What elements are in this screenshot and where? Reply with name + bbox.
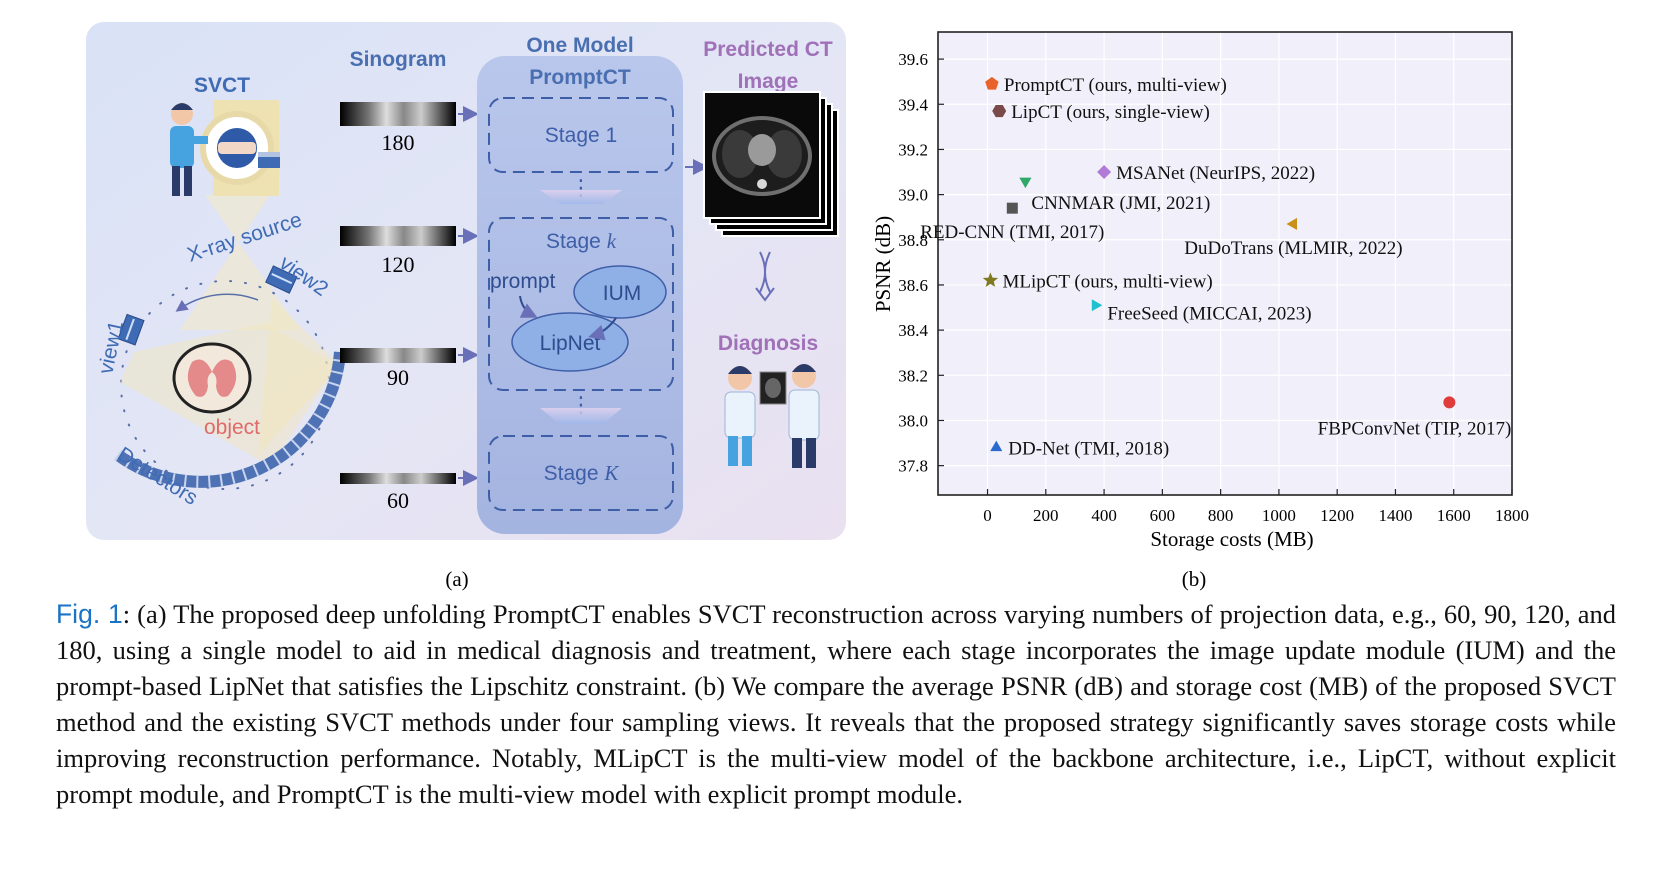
x-tick-label: 800 (1208, 506, 1234, 525)
scatter-point-label: MLipCT (ours, multi-view) (1002, 271, 1212, 292)
scatter-point (990, 440, 1003, 452)
doctor-icon (170, 103, 208, 196)
y-tick-label: 39.0 (898, 186, 928, 205)
sinogram-views-label: 120 (382, 252, 415, 277)
scatter-point (1091, 299, 1103, 312)
scatter-point-label: FBPConvNet (TIP, 2017) (1318, 418, 1512, 439)
scatter-point (982, 272, 999, 287)
scatter-point-label: DD-Net (TMI, 2018) (1008, 439, 1169, 460)
ct-image-stack (703, 91, 839, 237)
rotation-arrow (175, 293, 259, 312)
xray-tube-view1-icon (117, 313, 145, 346)
panel-b-sublabel: (b) (1182, 567, 1207, 591)
x-tick-label: 400 (1091, 506, 1117, 525)
stage-K-box (488, 435, 674, 511)
y-tick-label: 39.4 (898, 95, 928, 114)
svct-label: SVCT (194, 74, 250, 97)
xray-tube-view2-icon (265, 265, 298, 294)
prompt-label: prompt (490, 270, 556, 293)
x-tick-label: 200 (1033, 506, 1059, 525)
scatter-point (1443, 396, 1456, 409)
y-tick-label: 39.2 (898, 140, 928, 159)
doctors-icon (724, 364, 820, 468)
panel-a-sublabel: (a) (445, 567, 468, 591)
y-tick-label: 38.8 (898, 231, 928, 250)
sinogram-90: 90 (340, 347, 479, 390)
ium-to-lipnet-arrow (588, 317, 617, 341)
diagnosis-arrow (759, 251, 771, 293)
predicted-ct-label-line2: Image (738, 70, 799, 93)
y-tick-label: 38.0 (898, 411, 928, 430)
x-tick-label: 1200 (1320, 506, 1354, 525)
scatter-point-label: FreeSeed (MICCAI, 2023) (1107, 303, 1311, 324)
scatter-point-label: RED-CNN (TMI, 2017) (920, 222, 1104, 243)
grid-layer (938, 32, 1513, 495)
scatter-point-label: DuDoTrans (MLMIR, 2022) (1184, 238, 1402, 259)
sinogram-180: 180 (340, 102, 479, 155)
figure-number: Fig. 1 (56, 599, 123, 629)
plot-area (938, 32, 1512, 495)
model-title-line1: One Model (526, 34, 633, 57)
stage-k-box (488, 217, 674, 391)
sinogram-120: 120 (340, 226, 479, 277)
x-axis-label: Storage costs (MB) (1150, 527, 1313, 551)
caption-text: : (a) The proposed deep unfolding Prompt… (56, 599, 1616, 809)
sinogram-views-label: 180 (382, 130, 415, 155)
detector-arc (114, 351, 346, 488)
plot-frame (937, 31, 1513, 496)
model-title-line2: PromptCT (529, 66, 631, 89)
stage-k-label: Stage k (546, 229, 617, 253)
stage-K-label: Stage K (544, 461, 620, 485)
sinogram-views-label: 60 (387, 488, 409, 513)
y-tick-label: 38.6 (898, 276, 928, 295)
ium-node (573, 265, 667, 319)
down-arrow-lower (540, 408, 622, 424)
scatter-point (1006, 202, 1018, 214)
panel-b: 0 200 400 600 800 1000 1200 1400 1600 1800 37.8 38.… (871, 31, 1529, 591)
object-label: object (204, 416, 260, 439)
kidney-object-icon (172, 342, 252, 414)
scatter-point (992, 105, 1007, 118)
y-tick-label: 39.6 (898, 50, 928, 69)
prompt-arrow (519, 295, 538, 318)
y-tick-label: 37.8 (898, 457, 928, 476)
scatter-point (985, 76, 999, 90)
scatter-point (1097, 165, 1112, 179)
x-tick-label: 1800 (1495, 506, 1529, 525)
scatter-point (1286, 217, 1297, 230)
x-tick-label: 1400 (1378, 506, 1412, 525)
gantry-diagram (114, 265, 346, 490)
y-axis-label: PSNR (dB) (871, 216, 895, 312)
y-tick-label: 38.4 (898, 321, 928, 340)
diagnosis-label: Diagnosis (718, 332, 818, 355)
sinogram-60: 60 (340, 470, 479, 513)
scatter-point-label: MSANet (NeurIPS, 2022) (1116, 163, 1315, 184)
scatter-point-label: CNNMAR (JMI, 2021) (1031, 193, 1210, 214)
lipnet-label: LipNet (540, 332, 601, 355)
stage-1-box (488, 97, 674, 173)
x-tick-label: 600 (1150, 506, 1176, 525)
panel-a: SVCT (86, 22, 846, 591)
y-tick-label: 38.2 (898, 366, 928, 385)
x-tick-label: 0 (983, 506, 992, 525)
x-tick-label: 1600 (1437, 506, 1471, 525)
scatter-point-label: LipCT (ours, single-view) (1011, 102, 1210, 123)
stage-1-label: Stage 1 (545, 124, 617, 147)
scatter-point (1019, 177, 1032, 189)
scatter-point-label: PromptCT (ours, multi-view) (1004, 75, 1227, 96)
predicted-ct-label-line1: Predicted CT (703, 38, 833, 61)
ticks-layer: 0 200 400 600 800 1000 1200 1400 1600 1800 37.8 38.… (898, 50, 1529, 525)
points-layer: PromptCT (ours, multi-view) LipCT (ours, … (920, 75, 1511, 460)
sinogram-label: Sinogram (350, 48, 447, 71)
x-tick-label: 1000 (1262, 506, 1296, 525)
sinogram-views-label: 90 (387, 365, 409, 390)
ium-label: IUM (603, 282, 642, 305)
down-arrow-upper (540, 190, 622, 204)
figure-caption: Fig. 1: (a) The proposed deep unfolding … (56, 596, 1616, 812)
